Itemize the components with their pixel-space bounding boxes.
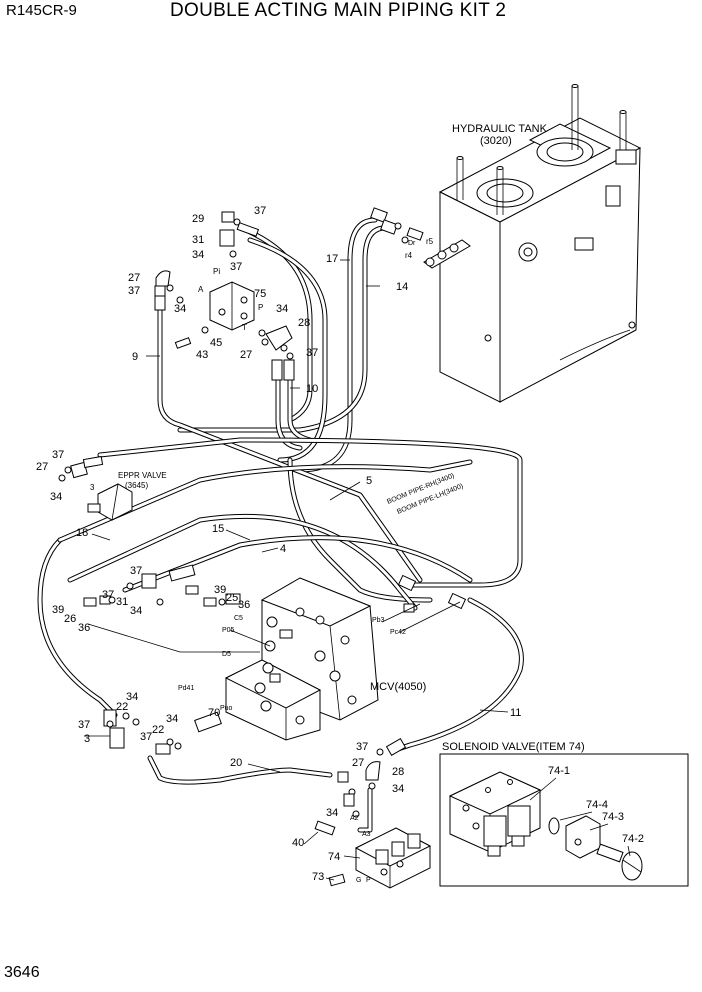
callout: 34	[174, 303, 186, 315]
callout: 37	[254, 205, 266, 217]
callout: 37	[230, 261, 242, 273]
port-label: A	[198, 285, 204, 294]
eppr-valve-code: (3645)	[125, 481, 148, 490]
callout: 18	[76, 527, 88, 539]
mid-fittings	[83, 564, 467, 613]
port-label: Pb3	[372, 617, 385, 624]
main-control-valve	[224, 577, 379, 741]
callout: 43	[196, 349, 208, 361]
callout: 37	[78, 719, 90, 731]
eppr-valve	[58, 455, 133, 521]
port-label: r5	[426, 237, 434, 246]
inset-label-74-1: 74-1	[548, 765, 570, 777]
callout: 28	[392, 766, 404, 778]
port-label: C5	[234, 615, 243, 622]
inset-label-74-4: 74-4	[586, 799, 608, 811]
leader-lines	[84, 259, 509, 881]
port-label: Pc42	[390, 629, 406, 636]
callout: 75	[254, 288, 266, 300]
callout: 3	[84, 733, 90, 745]
callout: 37	[306, 347, 318, 359]
callout: 34	[126, 691, 138, 703]
port-label: A2	[350, 815, 359, 822]
eppr-valve-label: EPPR VALVE	[118, 471, 167, 480]
callout: 34	[326, 807, 338, 819]
callout: 36	[238, 599, 250, 611]
port-label: Puo	[220, 705, 233, 712]
callout: 34	[166, 713, 178, 725]
callout: 28	[298, 317, 310, 329]
port-label: Pi	[213, 267, 220, 276]
callout: 10	[306, 383, 318, 395]
callout: 4	[280, 543, 286, 555]
callout: 9	[132, 351, 138, 363]
callout: 34	[192, 249, 204, 261]
hydraulic-tank-label: HYDRAULIC TANK	[452, 123, 548, 135]
callout: 34	[392, 783, 404, 795]
callout: 37	[356, 741, 368, 753]
port-label: r4	[405, 251, 413, 260]
hoses	[37, 217, 524, 833]
model-code: R145CR-9	[6, 2, 77, 19]
callout: 37	[102, 589, 114, 601]
callout: 31	[116, 596, 128, 608]
port-label: A3	[362, 831, 371, 838]
port-label: P	[258, 303, 263, 312]
inset-label-74-2: 74-2	[622, 833, 644, 845]
callout: 36	[78, 622, 90, 634]
callout: 34	[276, 303, 288, 315]
callout: 25	[226, 592, 238, 604]
port-label: P	[366, 877, 371, 884]
lower-fittings	[103, 709, 407, 887]
page-title: DOUBLE ACTING MAIN PIPING KIT 2	[170, 0, 507, 21]
callout: 73	[312, 871, 324, 883]
callout: 34	[50, 491, 62, 503]
port-label: Pd41	[178, 685, 194, 692]
callout: 70	[208, 707, 220, 719]
callout: 20	[230, 757, 242, 769]
callout: 37	[52, 449, 64, 461]
callout: 26	[64, 613, 76, 625]
callout: 27	[352, 757, 364, 769]
callout: 11	[510, 707, 521, 719]
callout: 27	[240, 349, 252, 361]
upper-fittings	[154, 207, 424, 381]
port-labels: Pi A P T Dr r5 r4 3 P05 C5 D5 Pb3 Pc42 P…	[90, 237, 434, 884]
page-number: 3646	[4, 964, 40, 981]
port-label: 3	[90, 483, 95, 492]
callout: 27	[36, 461, 48, 473]
port-label: D5	[222, 651, 231, 658]
solenoid-inset-drawing	[448, 771, 643, 881]
mcv-label: MCV(4050)	[370, 681, 426, 693]
callout: 37	[140, 731, 152, 743]
callout: 22	[116, 701, 128, 713]
callout: 22	[152, 724, 164, 736]
solenoid-inset-title: SOLENOID VALVE(ITEM 74)	[442, 741, 585, 753]
callout: 74	[328, 851, 340, 863]
hydraulic-tank	[423, 84, 642, 403]
port-label: G	[356, 877, 361, 884]
callout: 31	[192, 234, 204, 246]
callout: 37	[130, 565, 142, 577]
hydraulic-tank-code: (3020)	[480, 135, 512, 147]
callout: 15	[212, 523, 224, 535]
callout: 45	[210, 337, 222, 349]
solenoid-valve-74	[354, 827, 432, 889]
callout: 17	[326, 253, 338, 265]
callout: 5	[366, 475, 372, 487]
callout: 14	[396, 281, 408, 293]
callout: 39	[214, 584, 226, 596]
callout: 29	[192, 213, 204, 225]
inset-label-74-3: 74-3	[602, 811, 624, 823]
port-label: T	[242, 323, 247, 332]
callout: 37	[128, 285, 140, 297]
callout: 27	[128, 272, 140, 284]
port-label: Dr	[408, 240, 416, 247]
callout: 34	[130, 605, 142, 617]
callout-numbers: 29 37 31 34 37 27 37 34 75 34 28 45 43 2…	[36, 205, 521, 883]
port-label: P05	[222, 627, 235, 634]
callout: 39	[52, 604, 64, 616]
callout: 40	[292, 837, 304, 849]
